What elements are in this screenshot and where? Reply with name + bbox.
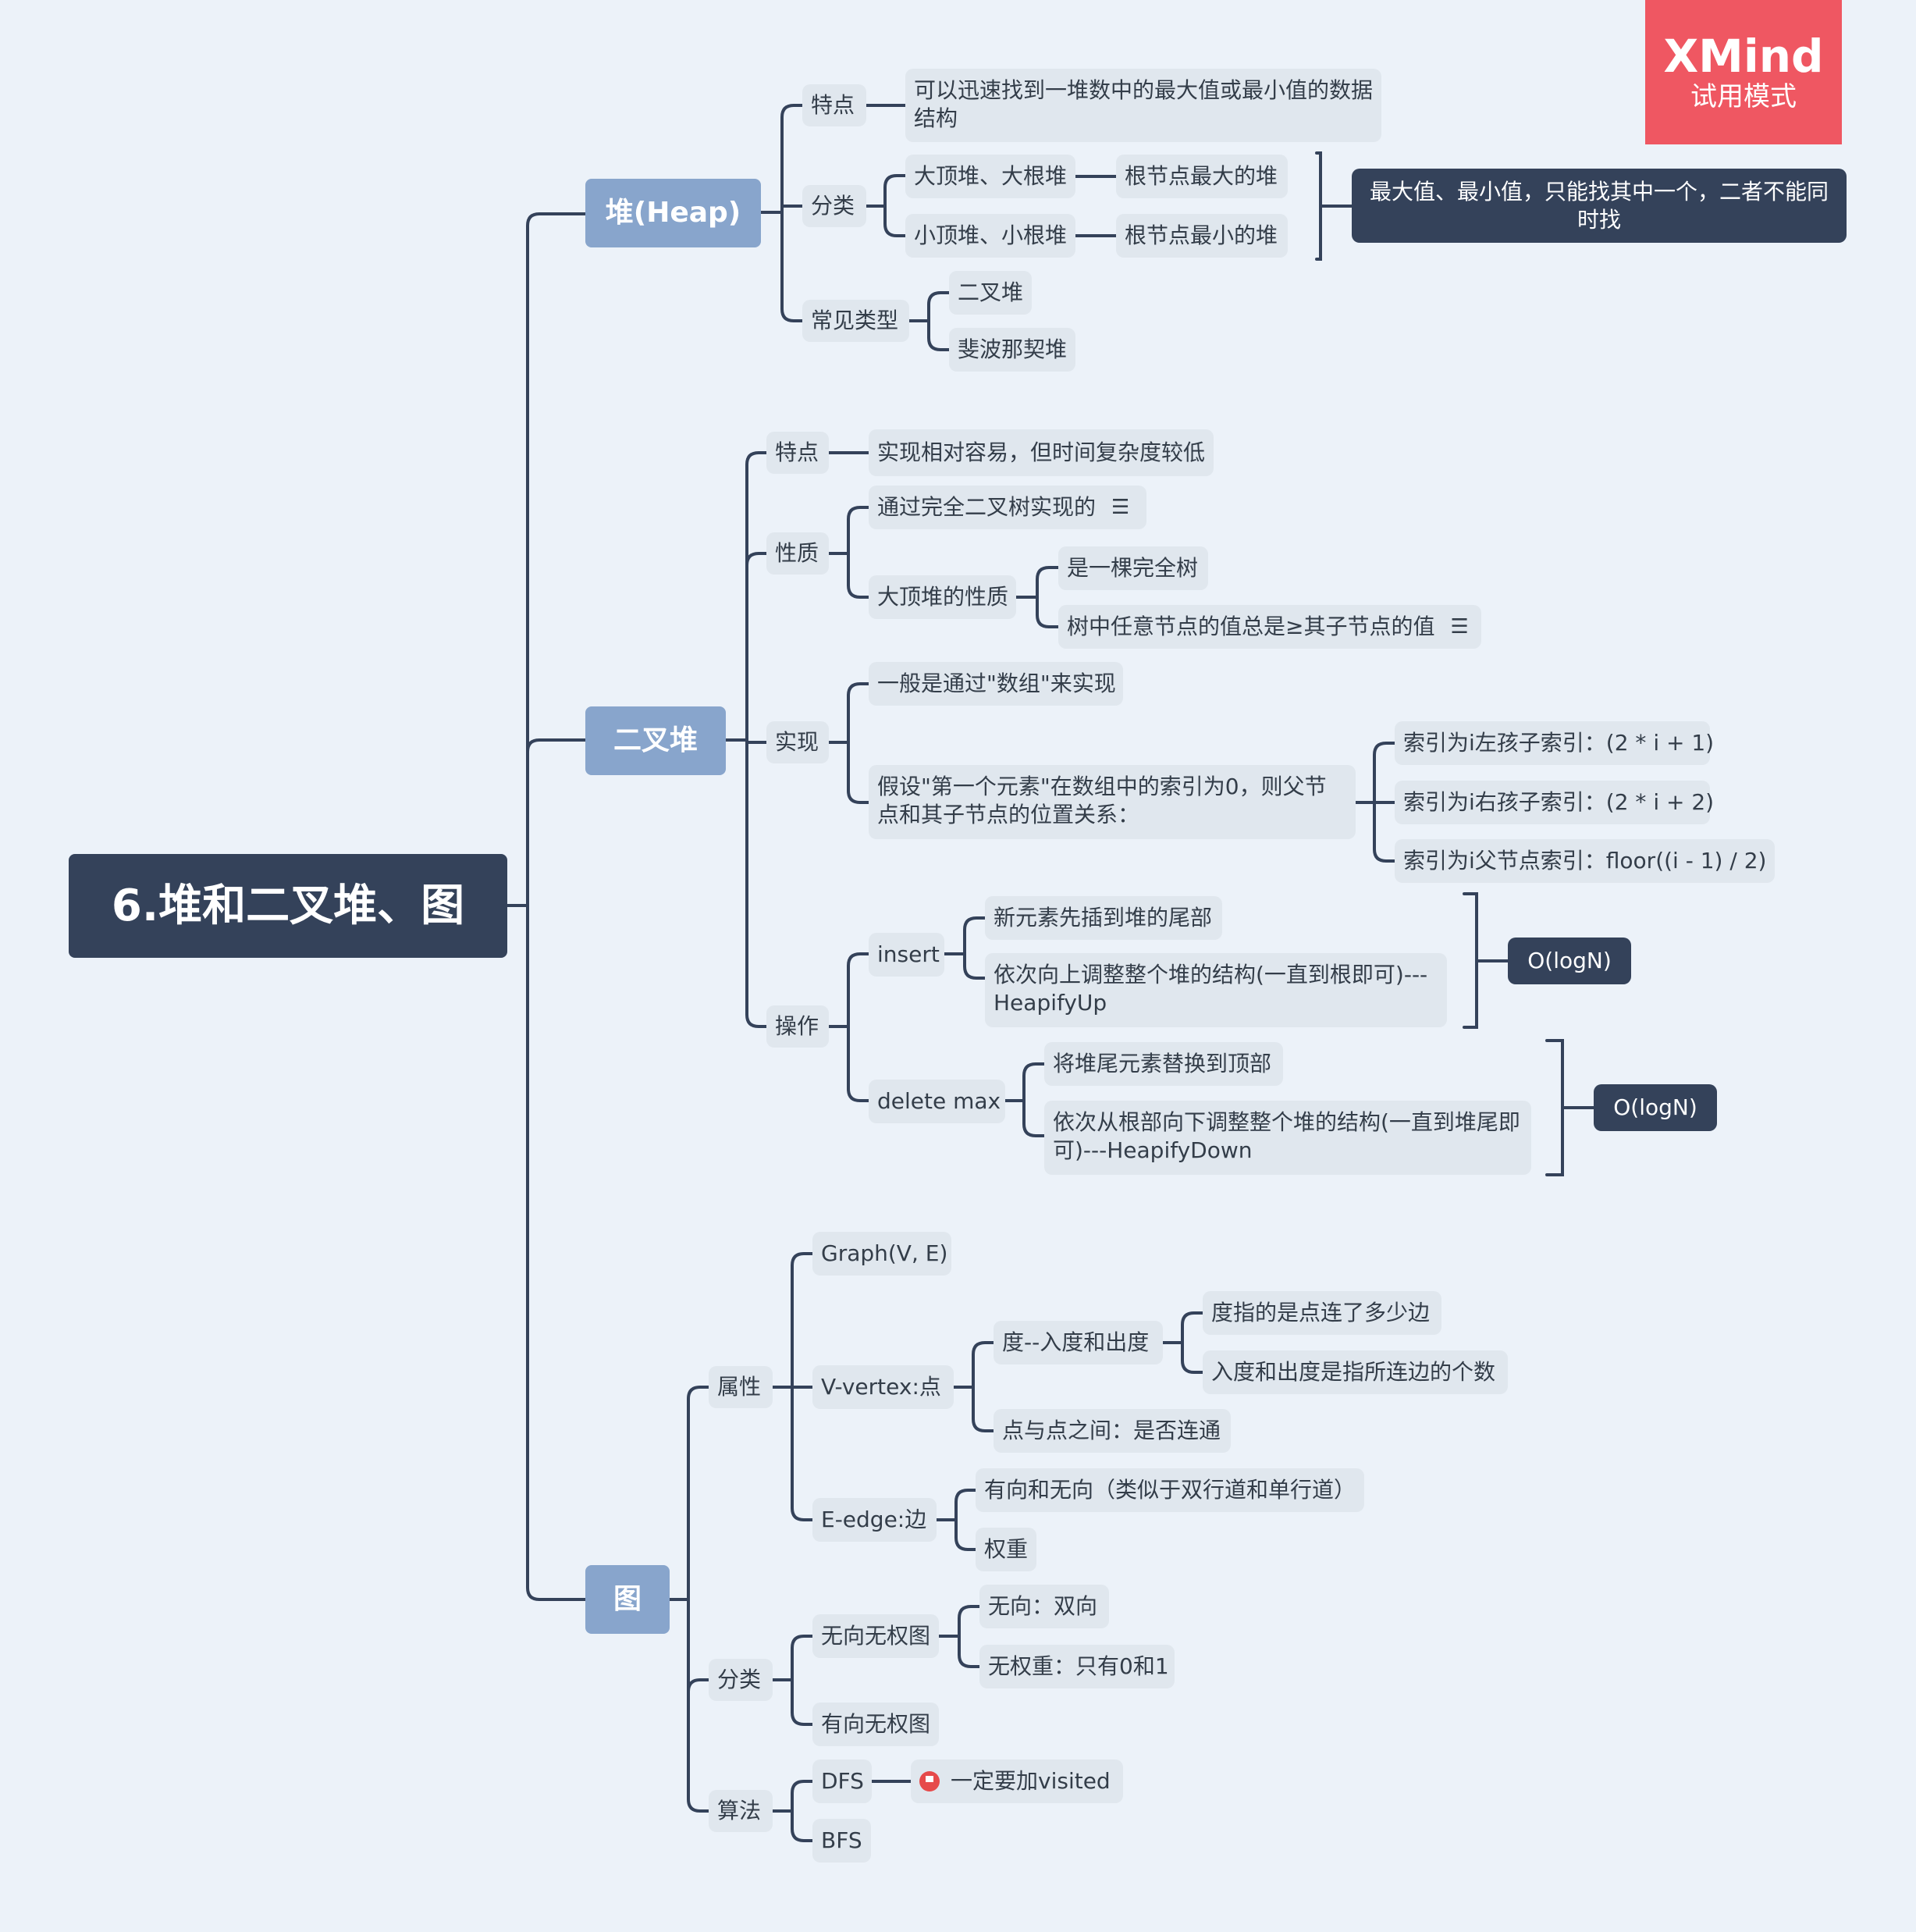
graph-definition[interactable]: Graph(V, E) [812,1232,951,1276]
watermark-subtitle: 试用模式 [1690,81,1797,112]
graph-dfs-note[interactable]: 一定要加visited [911,1759,1123,1803]
graph-topic[interactable]: 图 [585,1565,670,1634]
graph-degree[interactable]: 度--入度和出度 [994,1321,1163,1364]
bh-right-child-index[interactable]: 索引为i右孩子索引：(2 * i + 2) [1395,781,1714,824]
graph-uu-unweighted[interactable]: 无权重：只有0和1 [979,1645,1175,1688]
graph-attr-label[interactable]: 属性 [709,1366,773,1408]
note-icon[interactable]: ☰ [1450,615,1469,639]
bh-impl-label[interactable]: 实现 [766,721,829,763]
small-heap[interactable]: 小顶堆、小根堆 [905,214,1075,258]
insert-step-append[interactable]: 新元素先插到堆的尾部 [985,896,1222,940]
graph-directed-unweighted[interactable]: 有向无权图 [812,1703,939,1746]
small-heap-desc[interactable]: 根节点最小的堆 [1116,214,1288,258]
bh-property-label[interactable]: 性质 [766,532,829,575]
bh-complete-tree[interactable]: 是一棵完全树 [1058,546,1208,590]
heap-topic[interactable]: 堆(Heap) [585,179,761,247]
graph-edge[interactable]: E-edge:边 [812,1498,937,1542]
big-heap[interactable]: 大顶堆、大根堆 [905,155,1075,198]
heap-feature-text[interactable]: 可以迅速找到一堆数中的最大值或最小值的数据结构 [905,69,1381,142]
graph-bfs[interactable]: BFS [812,1819,871,1863]
graph-degree-def[interactable]: 度指的是点连了多少边 [1203,1291,1441,1335]
insert-step-heapify-up[interactable]: 依次向上调整整个堆的结构(一直到根即可)---HeapifyUp [985,953,1447,1027]
common-binary-heap[interactable]: 二叉堆 [949,271,1032,315]
graph-undirected-unweighted[interactable]: 无向无权图 [812,1614,939,1658]
bh-feature-label[interactable]: 特点 [766,432,829,474]
graph-dfs-note-text: 一定要加visited [951,1768,1111,1794]
bh-property-complete-text: 通过完全二叉树实现的 [877,494,1097,520]
watermark-brand: XMind [1663,30,1824,83]
insert-complexity[interactable]: O(logN) [1508,938,1631,984]
bh-feature-text[interactable]: 实现相对容易，但时间复杂度较低 [869,429,1214,476]
graph-connected[interactable]: 点与点之间：是否连通 [994,1409,1231,1453]
bh-ops-label[interactable]: 操作 [766,1005,829,1048]
heap-category-summary[interactable]: 最大值、最小值，只能找其中一个，二者不能同时找 [1352,169,1847,243]
bh-property-big[interactable]: 大顶堆的性质 [869,575,1016,619]
graph-inout-degree-def[interactable]: 入度和出度是指所连边的个数 [1203,1350,1508,1394]
graph-dfs[interactable]: DFS [812,1759,872,1803]
bh-left-child-index[interactable]: 索引为i左孩子索引：(2 * i + 1) [1395,721,1714,765]
graph-edge-weight[interactable]: 权重 [976,1528,1036,1571]
delete-max-op[interactable]: delete max [869,1080,1005,1123]
bh-property-complete[interactable]: 通过完全二叉树实现的 ☰ [869,486,1146,529]
flag-icon [919,1771,940,1791]
bh-impl-assume[interactable]: 假设"第一个元素"在数组中的索引为0，则父节点和其子节点的位置关系： [869,765,1356,839]
heap-category-label[interactable]: 分类 [802,185,866,227]
heap-feature-label[interactable]: 特点 [802,84,866,126]
bh-parent-index[interactable]: 索引为i父节点索引：floor((i - 1) / 2) [1395,839,1775,883]
graph-uu-undirected[interactable]: 无向：双向 [979,1585,1109,1628]
graph-class-label[interactable]: 分类 [709,1659,773,1701]
big-heap-desc[interactable]: 根节点最大的堆 [1116,155,1288,198]
bh-node-value-rule-text: 树中任意节点的值总是≥其子节点的值 [1067,614,1435,639]
bh-impl-array[interactable]: 一般是通过"数组"来实现 [869,662,1123,706]
common-fibonacci-heap[interactable]: 斐波那契堆 [949,328,1075,372]
delete-step-swap[interactable]: 将堆尾元素替换到顶部 [1044,1042,1283,1086]
graph-algo-label[interactable]: 算法 [709,1790,773,1832]
delete-step-heapify-down[interactable]: 依次从根部向下调整整个堆的结构(一直到堆尾即可)---HeapifyDown [1044,1101,1531,1175]
bh-node-value-rule[interactable]: 树中任意节点的值总是≥其子节点的值 ☰ [1058,605,1481,649]
graph-vertex[interactable]: V-vertex:点 [812,1365,954,1409]
heap-common-label[interactable]: 常见类型 [802,300,909,342]
insert-op[interactable]: insert [869,933,944,977]
graph-edge-direction[interactable]: 有向和无向（类似于双行道和单行道） [976,1468,1364,1512]
note-icon[interactable]: ☰ [1111,496,1130,519]
binary-heap-topic[interactable]: 二叉堆 [585,706,726,775]
delete-complexity[interactable]: O(logN) [1594,1084,1717,1131]
root-topic[interactable]: 6.堆和二叉堆、图 [69,854,507,958]
xmind-watermark: XMind 试用模式 [1645,0,1842,144]
